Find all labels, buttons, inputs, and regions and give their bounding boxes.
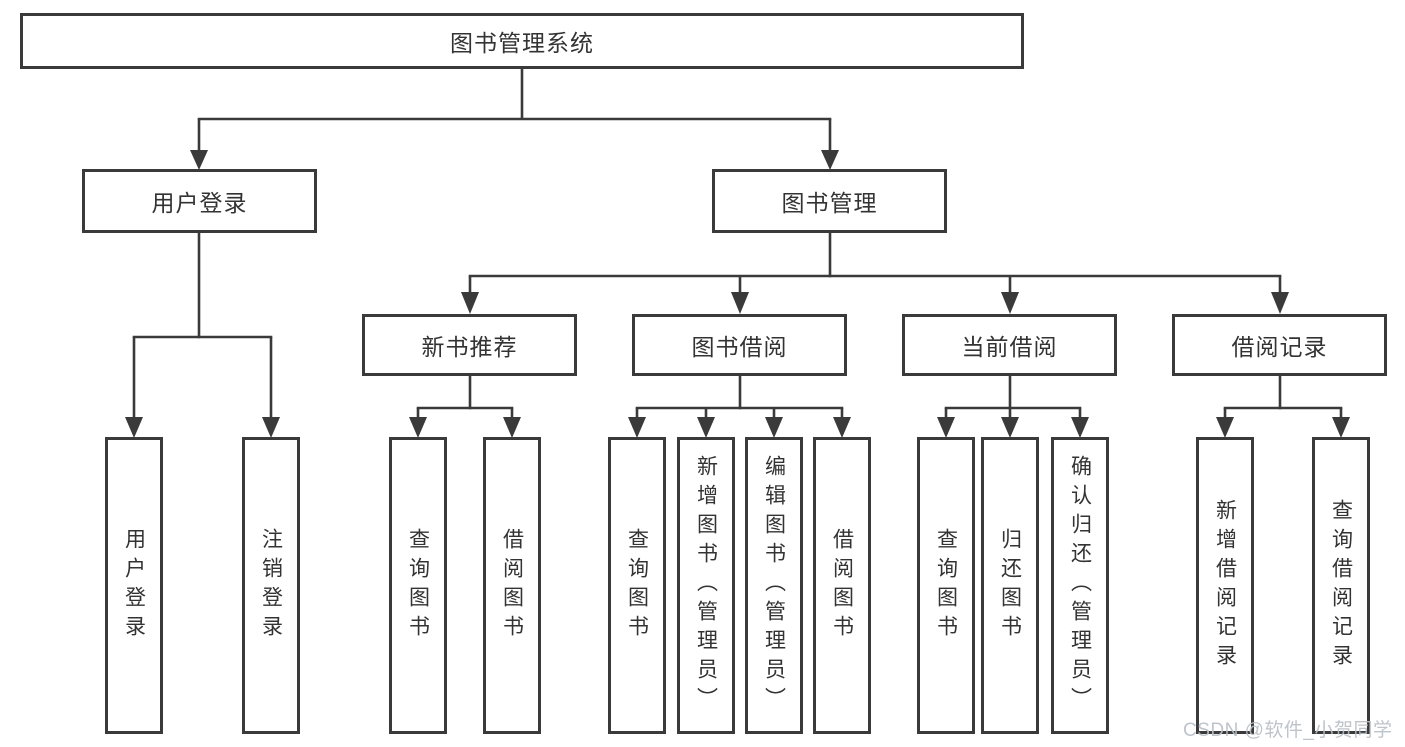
node-label: 当前借阅 bbox=[961, 334, 1058, 360]
leaf-label: 查询图书 bbox=[406, 527, 430, 644]
node-new-book-recommendation: 新书推荐 bbox=[362, 314, 577, 376]
leaf-query-books-borrowing: 查询图书 bbox=[608, 437, 666, 734]
leaf-label: 查询图书 bbox=[625, 527, 649, 644]
leaf-label: 确认归还（管理员） bbox=[1068, 455, 1092, 716]
leaf-label: 新增图书（管理员） bbox=[694, 455, 718, 716]
leaf-return-book: 归还图书 bbox=[981, 437, 1039, 734]
leaf-label: 注销登录 bbox=[259, 527, 283, 644]
node-label: 图书借阅 bbox=[691, 334, 788, 360]
leaf-label: 用户登录 bbox=[122, 527, 146, 644]
leaf-label: 借阅图书 bbox=[500, 527, 524, 644]
leaf-add-borrow-record: 新增借阅记录 bbox=[1196, 437, 1254, 734]
node-library-management-system: 图书管理系统 bbox=[20, 13, 1024, 69]
leaf-logout: 注销登录 bbox=[242, 437, 300, 734]
leaf-label: 查询图书 bbox=[934, 527, 958, 644]
csdn-watermark: CSDN @软件_小贺同学 bbox=[1183, 720, 1393, 741]
node-label: 图书管理 bbox=[781, 190, 878, 216]
node-label: 用户登录 bbox=[151, 190, 248, 216]
leaf-borrow-books-borrowing: 借阅图书 bbox=[813, 437, 871, 734]
leaf-label: 新增借阅记录 bbox=[1213, 498, 1237, 673]
node-label: 借阅记录 bbox=[1231, 334, 1328, 360]
node-label: 新书推荐 bbox=[421, 334, 518, 360]
node-user-login: 用户登录 bbox=[82, 169, 317, 233]
node-borrowing-records: 借阅记录 bbox=[1172, 314, 1387, 376]
leaf-label: 编辑图书（管理员） bbox=[762, 455, 786, 716]
leaf-user-login: 用户登录 bbox=[105, 437, 163, 734]
leaf-add-book-admin: 新增图书（管理员） bbox=[677, 437, 735, 734]
leaf-label: 归还图书 bbox=[998, 527, 1022, 644]
leaf-label: 查询借阅记录 bbox=[1329, 498, 1353, 673]
node-current-borrowing: 当前借阅 bbox=[902, 314, 1117, 376]
node-label: 图书管理系统 bbox=[450, 30, 594, 56]
leaf-query-books-current: 查询图书 bbox=[917, 437, 975, 734]
leaf-query-borrow-record: 查询借阅记录 bbox=[1312, 437, 1370, 734]
node-book-borrowing: 图书借阅 bbox=[632, 314, 847, 376]
leaf-edit-book-admin: 编辑图书（管理员） bbox=[745, 437, 803, 734]
leaf-borrow-books-recommend: 借阅图书 bbox=[483, 437, 541, 734]
leaf-confirm-return-admin: 确认归还（管理员） bbox=[1051, 437, 1109, 734]
node-book-management: 图书管理 bbox=[712, 169, 947, 233]
leaf-label: 借阅图书 bbox=[830, 527, 854, 644]
leaf-query-books-recommend: 查询图书 bbox=[389, 437, 447, 734]
